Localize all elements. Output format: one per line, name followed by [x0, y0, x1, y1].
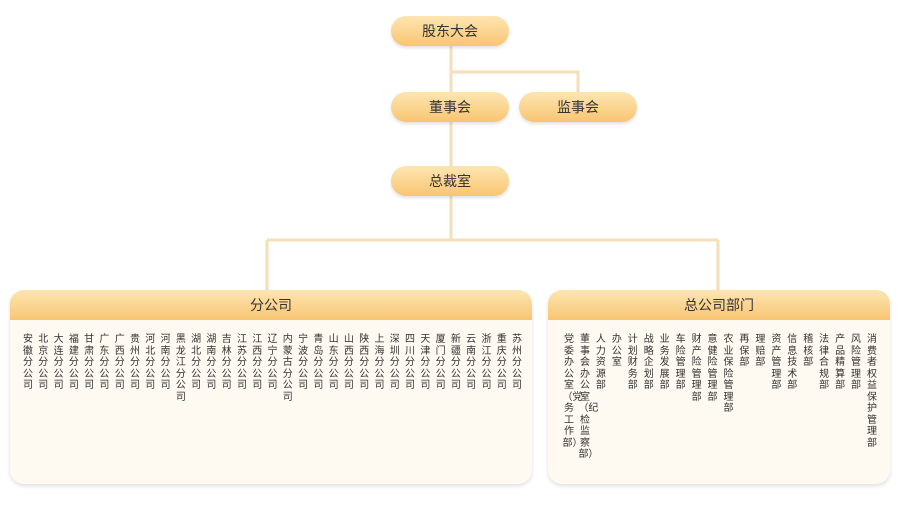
hq-department-name: 消费者权益保护管理部: [867, 334, 877, 449]
branch-item: 厦门分公司: [435, 334, 446, 391]
branches-header: 分公司: [10, 290, 532, 320]
branch-item: 福建分公司: [68, 334, 79, 391]
hq-department-name: 理赔部: [755, 334, 766, 368]
hq-department-item: 再保部: [738, 334, 751, 369]
hq-department-name: 信息技术部: [787, 334, 798, 391]
president-label: 总裁室: [429, 174, 471, 190]
branch-item: 辽宁分公司: [267, 334, 278, 391]
hq-department-subname: （党务工作部）: [562, 391, 583, 449]
hq-title: 总公司部门: [684, 298, 754, 314]
hq-department-item: 业务发展部: [658, 334, 671, 392]
hq-department-item: 风险管理部: [850, 334, 863, 392]
branch-item: 云南分公司: [466, 334, 477, 391]
branch-item: 河北分公司: [145, 334, 156, 391]
branch-item: 广西分公司: [114, 334, 125, 391]
branch-item: 大连分公司: [53, 334, 64, 391]
branch-item: 广东分公司: [99, 334, 110, 391]
branch-item: 河南分公司: [160, 334, 171, 391]
hq-department-item: 办公室: [610, 334, 623, 369]
branch-item: 四川分公司: [405, 334, 416, 391]
hq-department-name: 资产管理部: [771, 334, 782, 391]
hq-department-item: 意健险管理部: [706, 334, 719, 403]
hq-department-name: 计划财务部: [627, 334, 638, 391]
branch-item: 上海分公司: [374, 334, 385, 391]
branch-item: 深圳分公司: [389, 334, 400, 391]
hq-department-name: 意健险管理部: [707, 334, 718, 403]
branch-item: 江西分公司: [252, 334, 263, 391]
branch-item: 湖北分公司: [191, 334, 202, 391]
hq-department-item: 党委办公室（党务工作部）: [562, 334, 583, 449]
hq-department-name: 稽核部: [803, 334, 814, 368]
supervisors-label: 监事会: [557, 100, 599, 116]
hq-department-name: 人力资源部: [595, 334, 606, 391]
branches-panel: 分公司 安徽分公司北京分公司大连分公司福建分公司甘肃分公司广东分公司广西分公司贵…: [10, 290, 532, 484]
hq-department-item: 理赔部: [754, 334, 767, 369]
hq-department-name: 风险管理部: [851, 334, 862, 391]
branch-item: 北京分公司: [38, 334, 49, 391]
supervisors-node: 监事会: [519, 92, 637, 122]
branch-item: 内蒙古分公司: [282, 334, 293, 403]
hq-department-item: 车险管理部: [674, 334, 687, 392]
hq-department-item: 计划财务部: [626, 334, 639, 392]
hq-department-item: 稽核部: [802, 334, 815, 369]
hq-department-item: 董事会办公室（纪检监察部）: [578, 334, 599, 461]
hq-department-name: 董事会办公室: [579, 334, 590, 403]
hq-department-item: 信息技术部: [786, 334, 799, 392]
hq-department-item: 农业保险管理部: [722, 334, 735, 415]
hq-department-subname: （纪检监察部）: [578, 403, 599, 460]
branch-item: 安徽分公司: [23, 334, 33, 391]
hq-department-item: 战略企划部: [642, 334, 655, 392]
president-node: 总裁室: [391, 166, 509, 196]
branch-item: 山东分公司: [328, 334, 339, 391]
hq-department-name: 产品精算部: [835, 334, 846, 391]
branch-item: 青岛分公司: [313, 334, 324, 391]
branch-item: 甘肃分公司: [84, 334, 95, 391]
branch-item: 贵州分公司: [129, 334, 140, 391]
branch-item: 湖南分公司: [206, 334, 217, 391]
hq-department-name: 法律合规部: [819, 334, 830, 391]
hq-department-item: 财产险管理部: [690, 334, 703, 403]
branch-item: 天津分公司: [420, 334, 431, 391]
hq-department-name: 党委办公室: [564, 334, 574, 391]
branch-item: 江苏分公司: [236, 334, 247, 391]
hq-department-item: 人力资源部: [594, 334, 607, 392]
hq-department-item: 产品精算部: [834, 334, 847, 392]
branch-item: 苏州分公司: [512, 334, 522, 391]
branch-item: 浙江分公司: [481, 334, 492, 391]
hq-department-name: 农业保险管理部: [723, 334, 734, 414]
hq-department-name: 战略企划部: [643, 334, 654, 391]
branches-title: 分公司: [250, 298, 292, 314]
hq-department-item: 资产管理部: [770, 334, 783, 392]
hq-department-name: 再保部: [739, 334, 750, 368]
branch-item: 宁波分公司: [298, 334, 309, 391]
branch-item: 陕西分公司: [359, 334, 370, 391]
hq-department-name: 办公室: [611, 334, 622, 368]
branch-item: 山西分公司: [343, 334, 354, 391]
branch-item: 黑龙江分公司: [175, 334, 186, 403]
hq-header: 总公司部门: [548, 290, 890, 320]
branch-item: 新疆分公司: [450, 334, 461, 391]
board-label: 董事会: [429, 100, 471, 116]
shareholders-label: 股东大会: [422, 24, 478, 40]
branch-item: 吉林分公司: [221, 334, 232, 391]
hq-panel: 总公司部门 党委办公室（党务工作部）董事会办公室（纪检监察部）人力资源部办公室计…: [548, 290, 890, 484]
hq-department-item: 消费者权益保护管理部: [866, 334, 879, 449]
hq-department-name: 财产险管理部: [691, 334, 702, 403]
hq-department-name: 业务发展部: [659, 334, 670, 391]
hq-department-item: 法律合规部: [818, 334, 831, 392]
board-node: 董事会: [391, 92, 509, 122]
branch-item: 重庆分公司: [496, 334, 507, 391]
hq-department-name: 车险管理部: [675, 334, 686, 391]
shareholders-node: 股东大会: [391, 16, 509, 46]
